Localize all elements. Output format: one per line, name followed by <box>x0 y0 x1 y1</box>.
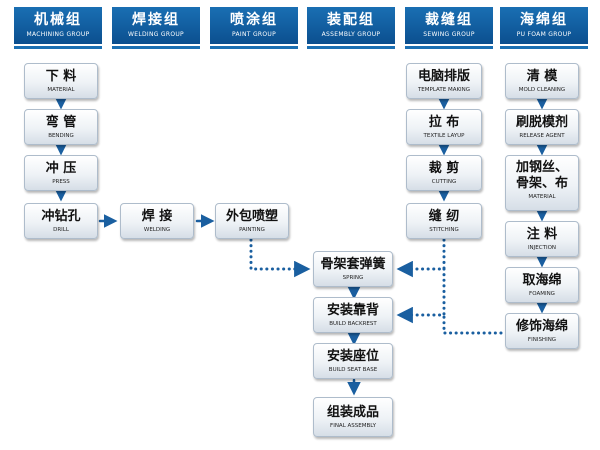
step-title: 弯 管 <box>45 115 77 130</box>
step-subtitle: TEXTILE LAYUP <box>423 133 465 139</box>
header-title: 裁缝组 <box>425 12 473 28</box>
step-material: 下 料 MATERIAL <box>24 63 98 99</box>
step-painting: 外包喷塑 PAINTING <box>215 203 289 239</box>
dotted-stitching-to-spring <box>396 238 446 278</box>
dotted-finishing-to-backrest <box>442 313 503 335</box>
step-spring: 骨架套弹簧 SPRING <box>313 251 393 287</box>
step-title: 取海绵 <box>522 273 562 288</box>
dotted-stitching-to-backrest <box>396 267 446 324</box>
step-subtitle: STITCHING <box>429 227 459 233</box>
step-welding: 焊 接 WELDING <box>120 203 194 239</box>
header-pu-foam-group: 海绵组 PU FOAM GROUP <box>500 7 588 49</box>
step-subtitle: SPRING <box>342 275 364 281</box>
header-title: 装配组 <box>327 12 375 28</box>
step-template-making: 电脑排版 TEMPLATE MAKING <box>406 63 482 99</box>
header-subtitle: PU FOAM GROUP <box>516 31 572 38</box>
step-foaming: 取海绵 FOAMING <box>505 267 579 303</box>
step-title: 修饰海绵 <box>515 319 568 334</box>
dotted-painting-to-spring <box>249 238 311 278</box>
step-subtitle: FOAMING <box>529 291 555 297</box>
step-subtitle: INJECTION <box>527 245 557 251</box>
step-subtitle: BENDING <box>48 133 74 139</box>
step-subtitle: WELDING <box>143 227 171 233</box>
step-title: 外包喷塑 <box>225 209 278 224</box>
step-textile-layup: 拉 布 TEXTILE LAYUP <box>406 109 482 145</box>
step-build-backrest: 安装靠背 BUILD BACKREST <box>313 297 393 333</box>
step-injection: 注 料 INJECTION <box>505 221 579 257</box>
step-title-line2: 骨架、布 <box>515 176 568 191</box>
header-machining-group: 机械组 MACHINING GROUP <box>14 7 102 49</box>
step-title: 裁 剪 <box>428 161 460 176</box>
header-sewing-group: 裁缝组 SEWING GROUP <box>405 7 493 49</box>
step-title: 电脑排版 <box>417 69 470 84</box>
step-title-line1: 加钢丝、 <box>515 160 568 175</box>
step-stitching: 缝 纫 STITCHING <box>406 203 482 239</box>
step-title: 冲钻孔 <box>41 209 81 224</box>
step-title: 下 料 <box>45 69 77 84</box>
step-subtitle: TEMPLATE MAKING <box>417 87 471 93</box>
step-title: 清 模 <box>526 69 558 84</box>
step-subtitle: DRILL <box>53 227 69 233</box>
header-subtitle: MACHINING GROUP <box>26 31 90 38</box>
step-title: 注 料 <box>526 227 558 242</box>
header-title: 喷涂组 <box>230 12 278 28</box>
step-title: 焊 接 <box>141 209 173 224</box>
step-title: 安装座位 <box>326 349 379 364</box>
step-subtitle: MATERIAL <box>528 194 556 200</box>
step-subtitle: BUILD BACKREST <box>329 321 377 327</box>
header-subtitle: SEWING GROUP <box>423 31 475 38</box>
step-subtitle: RELEASE AGENT <box>519 133 565 139</box>
step-build-seat-base: 安装座位 BUILD SEAT BASE <box>313 343 393 379</box>
header-title: 机械组 <box>34 12 82 28</box>
step-press: 冲 压 PRESS <box>24 155 98 191</box>
step-add-material: 加钢丝、 骨架、布 MATERIAL <box>505 155 579 211</box>
step-subtitle: FINAL ASSEMBLY <box>330 423 376 429</box>
step-title: 骨架套弹簧 <box>320 257 386 272</box>
step-title: 刷脱模剂 <box>515 115 568 130</box>
header-subtitle: PAINT GROUP <box>231 31 277 38</box>
step-subtitle: FINISHING <box>527 337 557 343</box>
step-subtitle: MOLD CLEANING <box>518 87 566 93</box>
step-subtitle: PRESS <box>52 179 70 185</box>
step-mold-cleaning: 清 模 MOLD CLEANING <box>505 63 579 99</box>
step-subtitle: MATERIAL <box>47 87 75 93</box>
step-subtitle: PAINTING <box>239 227 265 233</box>
step-title: 缝 纫 <box>428 209 460 224</box>
header-subtitle: WELDING GROUP <box>128 31 184 38</box>
step-subtitle: CUTTING <box>431 179 457 185</box>
step-title: 安装靠背 <box>326 303 379 318</box>
header-welding-group: 焊接组 WELDING GROUP <box>112 7 200 49</box>
step-title: 冲 压 <box>45 161 77 176</box>
step-bending: 弯 管 BENDING <box>24 109 98 145</box>
step-finishing: 修饰海绵 FINISHING <box>505 313 579 349</box>
step-subtitle: BUILD SEAT BASE <box>328 367 378 373</box>
step-cutting: 裁 剪 CUTTING <box>406 155 482 191</box>
step-release-agent: 刷脱模剂 RELEASE AGENT <box>505 109 579 145</box>
step-title: 拉 布 <box>428 115 460 130</box>
header-paint-group: 喷涂组 PAINT GROUP <box>210 7 298 49</box>
step-title: 组装成品 <box>326 405 379 420</box>
header-title: 海绵组 <box>520 12 568 28</box>
header-subtitle: ASSEMBLY GROUP <box>321 31 381 38</box>
step-drill: 冲钻孔 DRILL <box>24 203 98 239</box>
header-title: 焊接组 <box>132 12 180 28</box>
header-assembly-group: 装配组 ASSEMBLY GROUP <box>307 7 395 49</box>
step-final-assembly: 组装成品 FINAL ASSEMBLY <box>313 397 393 437</box>
